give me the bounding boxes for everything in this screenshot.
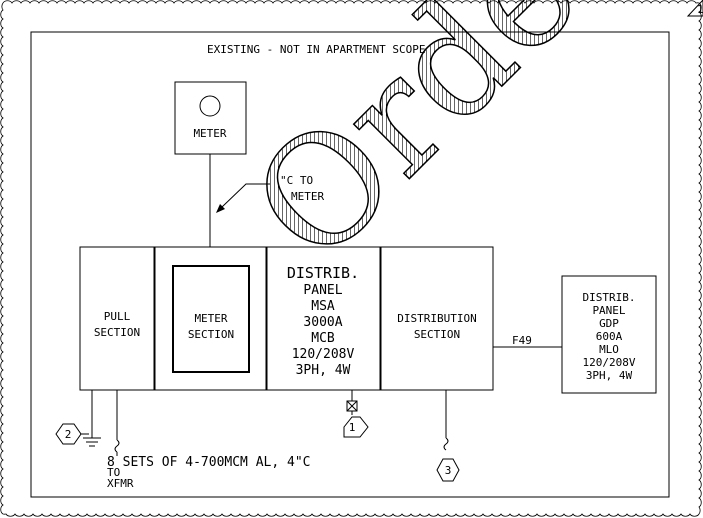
msa-line6: 120/208V [292,347,355,362]
msa-line5: MCB [311,331,335,346]
distribution-feeder-down [443,390,449,451]
distribution-section [380,246,494,391]
pull-section-label-1: PULL [104,310,131,323]
conduit-note-line2: METER [291,190,324,203]
msa-line1: DISTRIB. [287,264,359,282]
meter-section-label-2: SECTION [188,328,234,341]
pull-section-label-2: SECTION [94,326,140,339]
conduit-leader: "C TO METER [216,174,324,213]
distribution-section-label-1: DISTRIBUTION [397,312,476,325]
keynote-1: 1 [343,416,369,438]
meter-icon [199,95,221,117]
gdp-line5: MLO [599,343,619,356]
keynote-3: 3 [436,458,460,482]
revision-number: 1 [697,3,703,16]
service-note-line2: TO [107,466,120,479]
gdp-line7: 3PH, 4W [586,369,633,382]
meter-section-label-1: METER [194,312,227,325]
distribution-section-label-2: SECTION [414,328,460,341]
existing-scope-frame [30,31,670,498]
service-note-line3: XFMR [107,477,134,490]
conduit-note-line1: "C TO [280,174,313,187]
meter-section-inner [172,265,250,373]
disconnect-symbol [346,390,358,415]
meter: METER [174,81,247,155]
keynote-2: 2 [55,423,82,445]
msa-line3: MSA [311,299,335,314]
msa-line4: 3000A [303,315,342,330]
gdp-line2: PANEL [592,304,625,317]
service-conductor [114,390,120,456]
msa-line7: 3PH, 4W [296,363,351,378]
service-note-line1: 8 SETS OF 4-700MCM AL, 4"C [107,455,311,470]
meter-label: METER [193,127,226,140]
meter-section [154,246,267,391]
msa-line2: PANEL [303,283,342,298]
feeder-label: F49 [512,334,532,347]
msa-panel [266,246,381,391]
scope-note: EXISTING - NOT IN APARTMENT SCOPE [207,43,426,56]
gdp-line1: DISTRIB. [583,291,636,304]
revision-delta: 1 [686,0,703,17]
gdp-panel [561,275,657,394]
gdp-line6: 120/208V [583,356,636,369]
gdp-line4: 600A [596,330,623,343]
keynote-2-number: 2 [65,428,72,441]
gdp-line3: GDP [599,317,619,330]
keynote-1-number: 1 [349,421,356,434]
ground-icon [81,390,101,447]
keynote-3-number: 3 [445,464,452,477]
